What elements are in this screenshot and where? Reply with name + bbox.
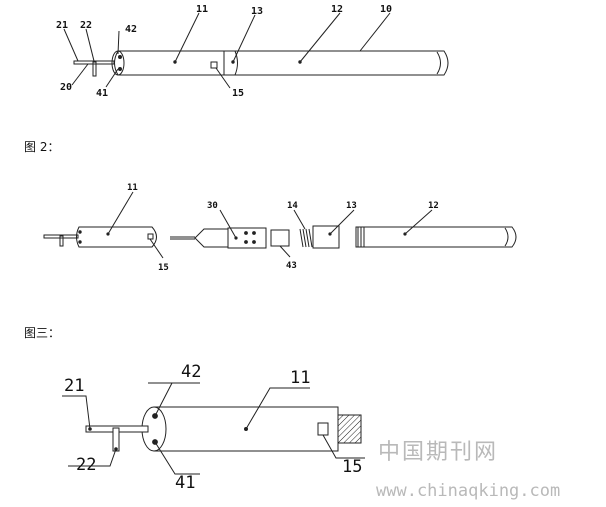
fig2-part-43 <box>270 229 290 247</box>
fig1-label-22: 22 <box>80 20 92 31</box>
fig1-tube-end-cap <box>436 51 441 75</box>
fig3-thread-end <box>337 414 362 444</box>
fig2-label-14: 14 <box>287 201 298 211</box>
fig2-label-43: 43 <box>286 261 297 271</box>
fig2-probe-22 <box>59 235 64 247</box>
figure-3-caption: 图三： <box>24 326 61 340</box>
fig2-spring-14 <box>299 228 313 248</box>
fig1-label-15: 15 <box>232 88 244 99</box>
figure-2-caption: 图 2： <box>24 140 60 154</box>
fig2-part-13 <box>312 225 340 249</box>
fig3-label-22: 22 <box>76 455 96 475</box>
fig3-label-15: 15 <box>342 457 362 477</box>
fig2-part-12 <box>355 226 517 248</box>
fig3-label-11: 11 <box>290 368 310 388</box>
fig2-label-12: 12 <box>428 201 439 211</box>
fig1-label-12: 12 <box>331 4 343 15</box>
fig2-label-15: 15 <box>158 263 169 273</box>
fig1-label-21: 21 <box>56 20 68 31</box>
fig1-label-42: 42 <box>125 24 137 35</box>
watermark-url: www.chinaqking.com <box>376 481 561 501</box>
fig1-tube-body <box>114 50 449 76</box>
figure-3 <box>62 382 365 475</box>
fig1-label-20: 20 <box>60 82 72 93</box>
fig2-label-30: 30 <box>207 201 218 211</box>
fig2-probe <box>43 234 79 239</box>
fig1-label-41: 41 <box>96 88 108 99</box>
fig3-probe-22 <box>112 427 120 452</box>
fig3-label-41: 41 <box>175 473 195 493</box>
watermark-cn: 中国期刊网 <box>378 440 499 465</box>
fig3-label-21: 21 <box>64 376 84 396</box>
fig2-part-30 <box>194 228 229 248</box>
fig3-label-42: 42 <box>181 362 201 382</box>
fig1-probe-22 <box>92 61 97 77</box>
figure-2 <box>43 191 517 259</box>
fig2-part-30-body <box>227 227 267 249</box>
figure-1 <box>63 12 449 89</box>
fig1-label-10: 10 <box>380 4 392 15</box>
fig1-joint-curve <box>234 50 238 76</box>
fig2-button-15 <box>147 233 154 240</box>
fig1-button-15 <box>210 61 218 69</box>
fig2-part-12-thread <box>357 227 365 247</box>
fig1-dot-41 <box>118 67 122 71</box>
fig3-tube-body <box>147 406 339 452</box>
fig2-part-11 <box>76 226 157 248</box>
fig1-dot-42 <box>118 55 122 59</box>
fig1-label-13: 13 <box>251 6 263 17</box>
fig1-label-11: 11 <box>196 4 208 15</box>
fig2-label-13: 13 <box>346 201 357 211</box>
fig2-label-11: 11 <box>127 183 138 193</box>
